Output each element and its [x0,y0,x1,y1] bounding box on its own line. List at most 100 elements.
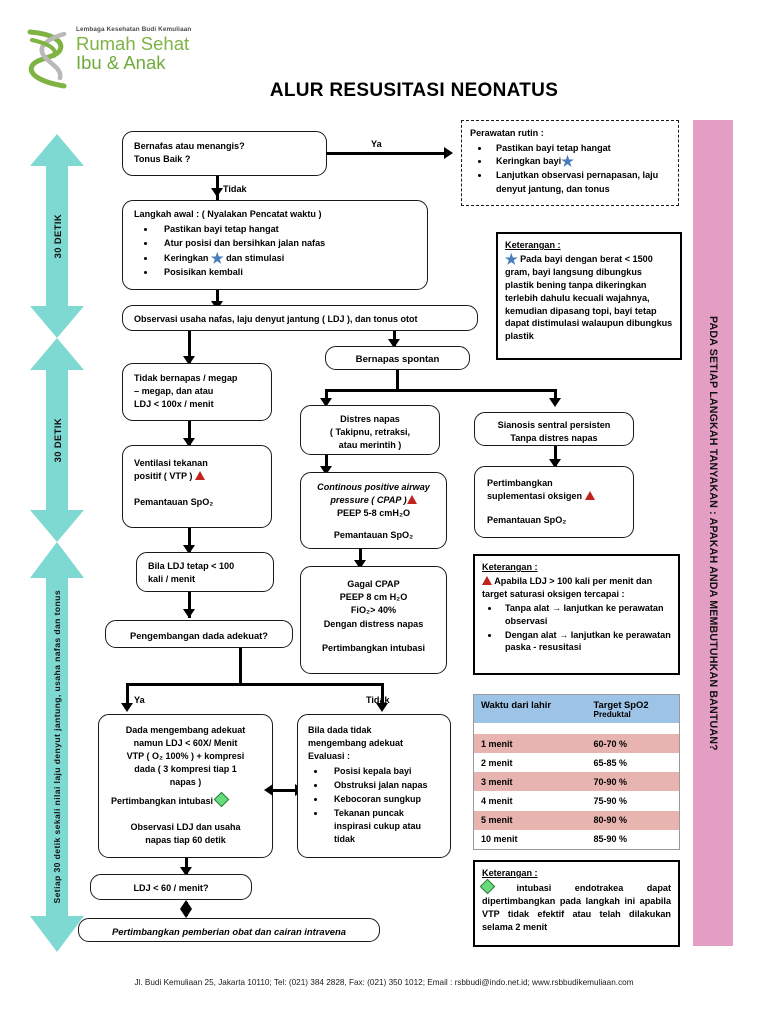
node-cpap-fail-line2: PEEP 8 cm H₂O [339,592,408,603]
node-apnea-line2: – megap, dan atau [134,386,214,397]
table-row: 3 menit 70-90 % [474,772,679,792]
node-distress-line3: atau merintih ) [338,440,402,451]
spo2-col1-header: Waktu dari lahir [474,695,587,723]
edge-chestrise-tidak-arrowhead [376,703,388,712]
edge-obs-to-apnea [188,331,192,365]
initial-steps-item: Atur posisi dan bersihkan jalan nafas [156,237,419,250]
node-apnea-line3: LDJ < 100x / menit [134,399,214,410]
node-distress-line1: Distres napas [340,414,400,424]
note-star: Keterangan : ★ Pada bayi dengan berat < … [496,232,682,360]
logo-title-line2: Ibu & Anak [76,52,166,74]
edge-spont-left-arrowhead [320,398,332,407]
note-diamond-heading: Keterangan : [482,868,538,878]
node-cpap-line4: Pemantauan SpO₂ [333,529,414,540]
node-meds-text: Pertimbangkan pemberian obat dan cairan … [112,926,346,937]
node-inadequate-line1: Bila dada tidak [308,725,372,735]
note-triangle-text: Apabila LDJ > 100 kali per menit dan tar… [482,575,653,599]
note-triangle: Keterangan : Apabila LDJ > 100 kali per … [473,554,680,675]
timing-arrow-3: Setiap 30 detik sekali nilai laju denyut… [30,542,84,952]
note-triangle-item: Dengan alat → lanjutkan ke perawatan pas… [500,629,671,655]
edge-ldjstill-to-chestrise-arrowhead [183,609,195,618]
edge-start-to-initial-arrowhead [211,188,223,197]
note-star-heading: Keterangan : [505,240,561,250]
node-cpap-fail-line4: Dengan distress napas [323,618,424,629]
edge-adequate-inadequate [273,789,297,793]
spo2-target-table: Waktu dari lahir Target SpO2 Preduktal 1… [473,694,680,850]
spo2-target: 75-90 % [593,796,628,807]
spo2-time: 10 menit [481,834,518,845]
edge-ldj60-to-meds-up-arrowhead [180,900,192,909]
note-diamond: Keterangan : intubasi endotrakea dapat d… [473,860,680,947]
red-triangle-icon [584,491,595,501]
edge-label-tidak2: Tidak [366,695,390,705]
table-row: 10 menit 85-90 % [474,830,679,849]
spo2-time: 1 menit [474,734,587,754]
node-cpap-fail-line3: FiO₂> 40% [350,605,397,616]
node-oxygen-line1: Pertimbangkan [487,478,553,488]
edge-distress-to-cpap-arrowhead [320,466,332,475]
node-inadequate: Bila dada tidak mengembang adekuat Evalu… [297,714,451,858]
node-adequate-line1: Dada mengembang adekuat [125,725,246,735]
node-oxygen: Pertimbangkan suplementasi oksigen Peman… [474,466,634,538]
edge-chestrise-ya-arrowhead [121,703,133,712]
node-adequate-line4: dada ( 3 kompresi tiap 1 [134,764,237,775]
note-diamond-text: intubasi endotrakea dapat dipertimbangka… [482,882,672,932]
node-vtp-line2: positif ( VTP ) [134,471,193,482]
logo-tagline: Lembaga Kesehatan Budi Kemuliaan [76,26,192,33]
edge-chestrise-tidak [381,683,385,709]
node-spontaneous: Bernapas spontan [325,346,470,370]
note-triangle-heading: Keterangan : [482,562,538,572]
node-inadequate-item: Tekanan puncak inspirasi cukup atau tida… [326,807,442,846]
green-diamond-icon [479,878,496,895]
node-vtp: Ventilasi tekanan positif ( VTP ) Pemant… [122,445,272,528]
logo-title-line1: Rumah Sehat [76,33,190,54]
node-observation-text: Observasi usaha nafas, laju denyut jantu… [134,314,418,324]
edge-adequate-to-ldj60-arrowhead [180,867,192,876]
node-distress: Distres napas ( Takipnu, retraksi, atau … [300,405,440,455]
spo2-time: 2 menit [481,757,513,768]
edge-ldj60-to-meds-down-arrowhead [180,909,192,918]
node-ldj-still-line2: kali / menit [148,574,196,585]
timing-arrow-3-label: Setiap 30 detik sekali nilai laju denyut… [52,590,62,904]
routine-care-item: Keringkan bayi★ [490,154,670,169]
node-cpap-line3: PEEP 5-8 cmH₂O [336,508,411,519]
node-cpap-line2: pressure ( CPAP ) [330,495,407,506]
hospital-logo: Lembaga Kesehatan Budi Kemuliaan Rumah S… [24,26,244,92]
node-oxygen-line3: Pemantauan SpO₂ [487,515,567,526]
timing-arrow-1-label: 30 DETIK [51,213,63,259]
initial-steps-item: Keringkan ★ dan stimulasi [156,251,419,265]
spo2-target: 70-90 % [586,772,679,792]
edge-cyanosis-to-oxygen [554,446,558,468]
edge-spont-stem [396,370,400,392]
node-chest-rise-text: Pengembangan dada adekuat? [129,630,269,641]
node-inadequate-line2: mengembang adekuat [308,738,404,749]
edge-apnea-to-vtp [188,421,192,447]
edge-start-to-routine-arrowhead [444,147,453,159]
spo2-target: 80-90 % [586,810,679,830]
routine-care-heading: Perawatan rutin : [470,128,544,138]
edge-chestrise-ya [126,683,130,709]
node-adequate-line2: namun LDJ < 60X/ Menit [133,738,238,749]
page-title-text: ALUR RESUSITASI NEONATUS [269,80,559,101]
timing-arrow-1: 30 DETIK [30,134,84,338]
timing-arrow-2: 30 DETIK [30,338,84,542]
table-row: 4 menit 75-90 % [474,791,679,810]
edge-cpap-to-fail-arrowhead [354,560,366,569]
edge-spont-right [554,389,558,403]
node-apnea: Tidak bernapas / megap – megap, dan atau… [122,363,272,421]
node-oxygen-line2: suplementasi oksigen [487,491,583,502]
side-banner: PADA SETIAP LANGKAH TANYAKAN : APAKAH AN… [693,120,733,946]
node-inadequate-item: Obstruksi jalan napas [326,779,442,792]
node-chest-rise: Pengembangan dada adekuat? [105,620,293,648]
node-spontaneous-text: Bernapas spontan [355,354,440,365]
side-banner-text: PADA SETIAP LANGKAH TANYAKAN : APAKAH AN… [707,315,719,751]
edge-label-ya2: Ya [134,695,145,705]
edge-spont-left [325,389,329,403]
edge-apnea-to-vtp-arrowhead [183,438,195,447]
node-inadequate-item: Posisi kepala bayi [326,765,442,778]
node-start-line1: Bernafas atau menangis? [134,141,245,151]
spo2-target: 85-90 % [593,834,628,845]
node-start-line2: Tonus Baik ? [134,154,191,165]
edge-obs-to-apnea-arrowhead [183,356,195,365]
